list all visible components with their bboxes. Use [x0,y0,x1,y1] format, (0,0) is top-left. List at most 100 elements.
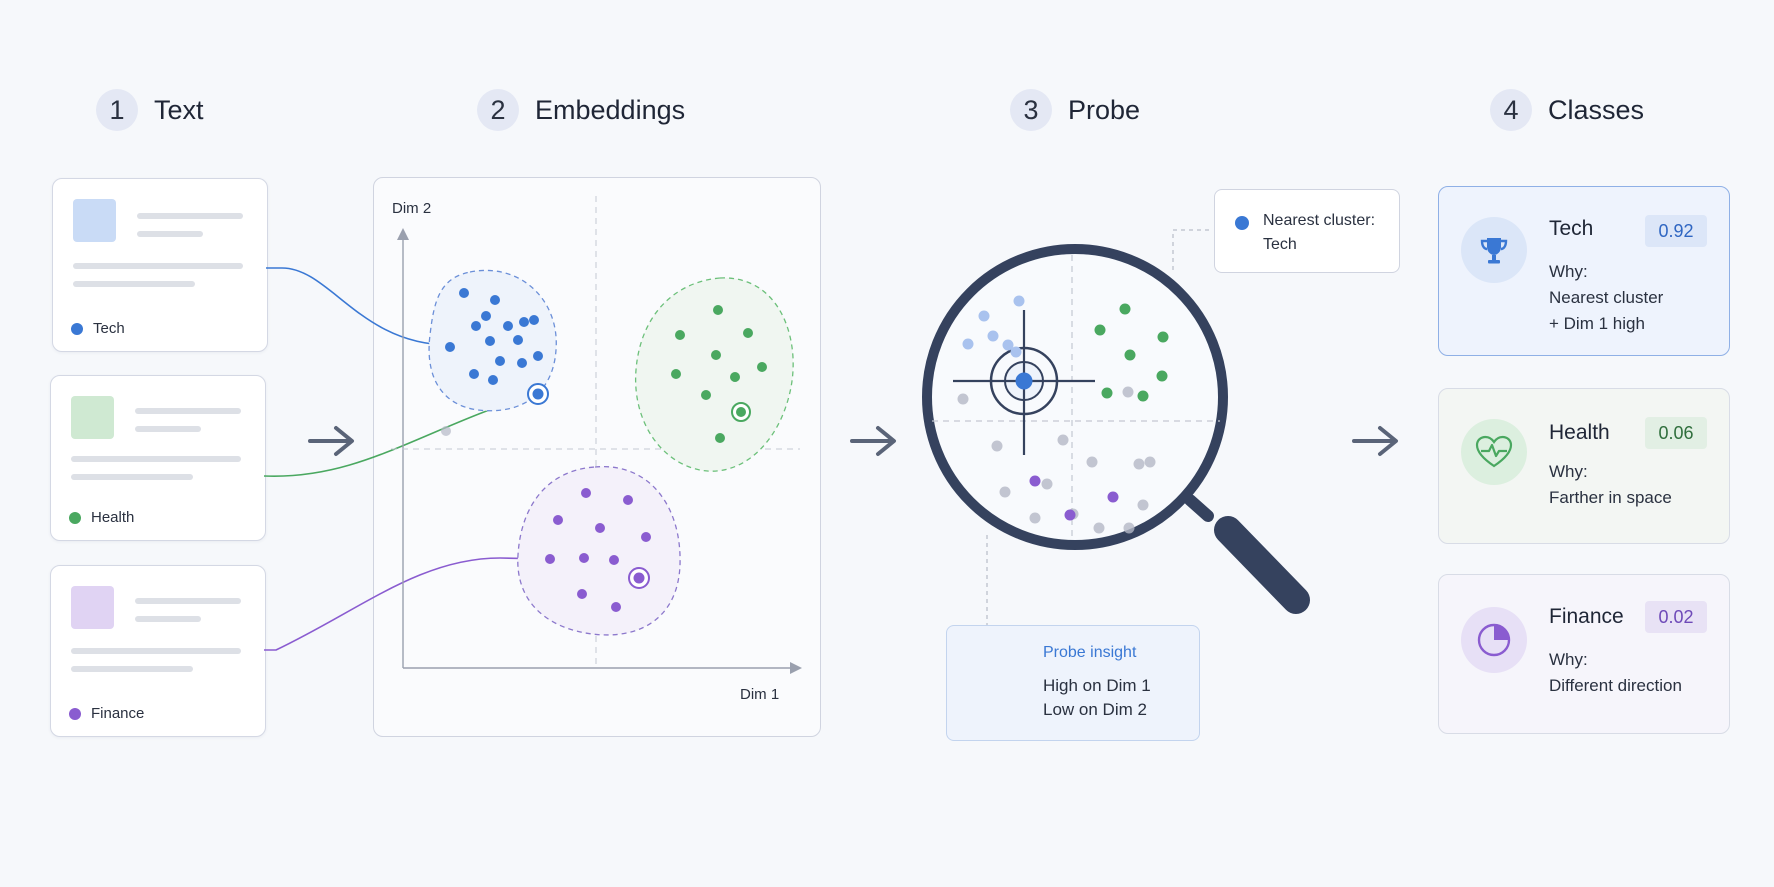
embedding-space-panel [373,177,821,737]
text-line [137,231,203,237]
step-2-header: 2 Embeddings [477,88,685,132]
magnified-neutral-point [991,440,1003,452]
document-card-finance: Finance [50,565,266,737]
magnified-tech-point [962,338,974,350]
class-score: 0.02 [1645,601,1707,633]
text-line [71,648,241,654]
magnified-tech-point [1013,295,1025,307]
magnified-neutral-point [1057,434,1069,446]
insight-line-1: High on Dim 1 [1043,676,1151,695]
step-4-header: 4 Classes [1490,88,1644,132]
magnified-neutral-point [1086,456,1098,468]
text-line [135,408,241,414]
class-why-line-1: Farther in space [1549,488,1672,507]
class-why-label: Why: [1549,262,1588,281]
magnified-finance-point [1064,509,1076,521]
magnified-health-point [1137,390,1149,402]
magnified-health-point [1101,387,1113,399]
class-why-label: Why: [1549,650,1588,669]
text-line [73,263,243,269]
magnified-health-point [1124,349,1136,361]
step-number: 4 [1490,89,1532,131]
magnified-neutral-point [1041,478,1053,490]
magnified-tech-point [987,330,999,342]
magnified-neutral-point [999,486,1011,498]
heart-pulse-icon [1461,419,1527,485]
step-title: Classes [1548,94,1645,125]
magnified-neutral-point [1093,522,1105,534]
class-card-finance: Finance 0.02 Why: Different direction [1438,574,1730,734]
magnified-neutral-point [1123,522,1135,534]
magnified-tech-point [1010,346,1022,358]
magnified-tech-point [978,310,990,322]
magnified-health-point [1119,303,1131,315]
step-number: 3 [1010,89,1052,131]
text-line [71,474,193,480]
document-category: Finance [91,705,145,722]
target-tech-point [1015,372,1033,390]
step-title: Embeddings [535,94,686,125]
magnifier-icon [922,244,1310,614]
document-card-health: Health [50,375,266,541]
class-why-label: Why: [1549,462,1588,481]
step-title: Text [154,94,204,125]
document-thumbnail [71,586,114,629]
text-line [137,213,243,219]
arrow-right-icon [850,426,896,456]
callout-line-2: Tech [1263,236,1297,253]
category-dot [71,322,83,335]
arrow-right-icon [308,426,354,456]
class-name: Tech [1549,217,1594,240]
class-name: Health [1549,421,1610,444]
text-line [135,616,201,622]
category-dot [69,511,81,524]
magnified-neutral-point [1122,386,1134,398]
y-axis-label: Dim 2 [392,200,432,217]
pie-chart-icon [1461,607,1527,673]
text-line [71,456,241,462]
magnified-neutral-point [1133,458,1145,470]
insight-title: Probe insight [1043,644,1137,661]
step-3-header: 3 Probe [1010,88,1140,132]
document-card-tech: Tech [52,178,268,352]
class-why-line-1: Nearest cluster [1549,288,1664,307]
callout-line-1: Nearest cluster: [1263,212,1376,229]
category-dot [69,707,81,720]
class-why-line-1: Different direction [1549,676,1682,695]
class-why-line-2: + Dim 1 high [1549,314,1645,333]
class-score: 0.06 [1645,417,1707,449]
class-card-health: Health 0.06 Why: Farther in space [1438,388,1730,544]
magnified-health-point [1094,324,1106,336]
text-line [73,281,195,287]
class-name: Finance [1549,605,1624,628]
text-line [71,666,193,672]
text-line [135,598,241,604]
class-card-tech: Tech 0.92 Why: Nearest cluster + Dim 1 h… [1438,186,1730,356]
arrow-right-icon [1352,426,1398,456]
step-number: 1 [96,89,138,131]
document-label: Tech [71,320,125,337]
step-1-header: 1 Text [96,88,204,132]
document-category: Health [91,509,135,526]
document-label: Health [69,509,134,526]
document-thumbnail [73,199,116,242]
magnified-finance-point [1029,475,1041,487]
tech-dot [1235,216,1249,230]
step-title: Probe [1068,94,1141,125]
insight-line-2: Low on Dim 2 [1043,700,1147,719]
document-thumbnail [71,396,114,439]
magnified-finance-point [1107,491,1119,503]
magnified-neutral-point [1067,508,1079,520]
trophy-icon [1461,217,1527,283]
step-number: 2 [477,89,519,131]
nearest-cluster-callout: Nearest cluster: Tech [1214,189,1400,273]
magnified-neutral-point [1137,499,1149,511]
probe-insight-panel: Probe insight High on Dim 1 Low on Dim 2 [946,625,1200,741]
magnified-health-point [1157,331,1169,343]
magnified-neutral-point [957,393,969,405]
document-label: Finance [69,705,144,722]
text-line [135,426,201,432]
magnified-health-point [1156,370,1168,382]
magnified-neutral-point [1144,456,1156,468]
magnified-tech-point [1002,339,1014,351]
